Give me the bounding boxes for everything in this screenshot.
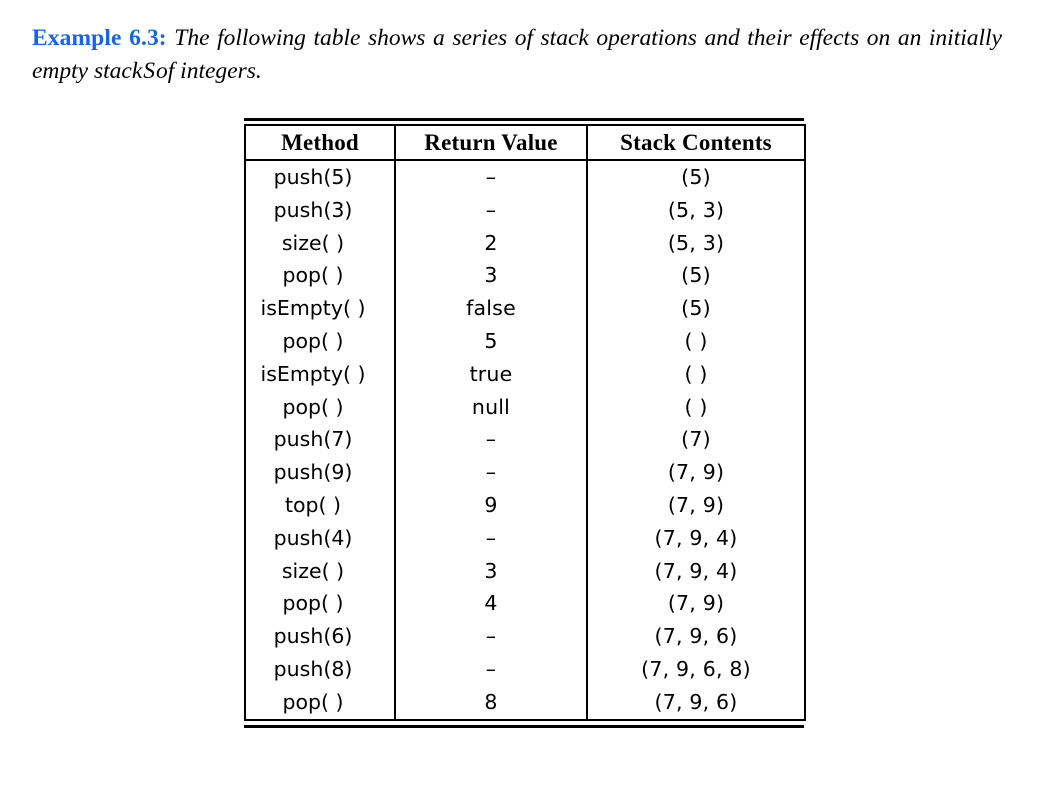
table-row: size( )3(7, 9, 4) bbox=[244, 554, 806, 588]
table-row: pop( )8(7, 9, 6) bbox=[244, 685, 806, 721]
table-header: Method Return Value Stack Contents bbox=[244, 124, 806, 161]
caption-stack-variable: S bbox=[143, 58, 156, 84]
cell-stack-contents: (7, 9, 4) bbox=[586, 521, 806, 555]
cell-stack-contents: (5) bbox=[586, 292, 806, 325]
stack-operations-table: Method Return Value Stack Contents push(… bbox=[244, 124, 806, 721]
cell-stack-contents: (7, 9) bbox=[586, 456, 806, 489]
table-top-rule bbox=[244, 118, 804, 121]
cell-return-value: 4 bbox=[394, 587, 588, 621]
table-row: isEmpty( )false(5) bbox=[244, 292, 806, 325]
cell-stack-contents: (7, 9, 6) bbox=[586, 685, 806, 721]
cell-return-value: 3 bbox=[394, 259, 588, 293]
example-label: Example 6.3: bbox=[32, 25, 167, 51]
table-row: push(8)–(7, 9, 6, 8) bbox=[244, 652, 806, 686]
caption-text-after-variable: of integers. bbox=[156, 58, 262, 84]
cell-method: pop( ) bbox=[244, 587, 396, 621]
cell-method: pop( ) bbox=[244, 259, 396, 293]
cell-return-value: 5 bbox=[394, 324, 588, 358]
cell-return-value: – bbox=[394, 160, 588, 194]
cell-return-value: – bbox=[394, 652, 588, 686]
table-row: pop( )3(5) bbox=[244, 259, 806, 293]
cell-method: pop( ) bbox=[244, 390, 396, 424]
table-row: push(5)–(5) bbox=[244, 160, 806, 194]
cell-stack-contents: ( ) bbox=[586, 324, 806, 358]
cell-stack-contents: (7) bbox=[586, 423, 806, 457]
cell-method: push(5) bbox=[244, 160, 396, 194]
table-row: push(6)–(7, 9, 6) bbox=[244, 620, 806, 653]
cell-stack-contents: (7, 9) bbox=[586, 488, 806, 522]
cell-stack-contents: (5) bbox=[586, 259, 806, 293]
cell-stack-contents: (7, 9) bbox=[586, 587, 806, 621]
cell-return-value: – bbox=[394, 423, 588, 457]
table-body: push(5)–(5)push(3)–(5, 3)size( )2(5, 3)p… bbox=[244, 160, 806, 721]
table-row: size( )2(5, 3) bbox=[244, 226, 806, 260]
cell-method: pop( ) bbox=[244, 324, 396, 358]
cell-method: push(3) bbox=[244, 193, 396, 227]
cell-method: size( ) bbox=[244, 226, 396, 260]
cell-method: isEmpty( ) bbox=[244, 292, 396, 325]
cell-stack-contents: ( ) bbox=[586, 357, 806, 391]
stack-operations-table-container: Method Return Value Stack Contents push(… bbox=[244, 118, 806, 728]
table-row: push(9)–(7, 9) bbox=[244, 456, 806, 489]
cell-return-value: null bbox=[394, 390, 588, 424]
cell-return-value: true bbox=[394, 357, 588, 391]
cell-stack-contents: (7, 9, 6, 8) bbox=[586, 652, 806, 686]
cell-method: pop( ) bbox=[244, 685, 396, 721]
table-row: push(7)–(7) bbox=[244, 423, 806, 457]
cell-return-value: 9 bbox=[394, 488, 588, 522]
table-row: pop( )null( ) bbox=[244, 390, 806, 424]
caption-text-before-variable: The following table shows a series of st… bbox=[32, 25, 1002, 84]
cell-return-value: – bbox=[394, 521, 588, 555]
table-row: isEmpty( )true( ) bbox=[244, 357, 806, 391]
column-header-method: Method bbox=[244, 124, 396, 161]
cell-return-value: 3 bbox=[394, 554, 588, 588]
cell-stack-contents: (7, 9, 6) bbox=[586, 620, 806, 653]
cell-method: push(4) bbox=[244, 521, 396, 555]
cell-stack-contents: (5, 3) bbox=[586, 193, 806, 227]
cell-method: push(7) bbox=[244, 423, 396, 457]
cell-return-value: – bbox=[394, 620, 588, 653]
column-header-return-value: Return Value bbox=[394, 124, 588, 161]
table-header-row: Method Return Value Stack Contents bbox=[244, 124, 806, 161]
table-row: push(3)–(5, 3) bbox=[244, 193, 806, 227]
cell-method: size( ) bbox=[244, 554, 396, 588]
cell-return-value: false bbox=[394, 292, 588, 325]
cell-method: push(9) bbox=[244, 456, 396, 489]
cell-method: top( ) bbox=[244, 488, 396, 522]
cell-return-value: 2 bbox=[394, 226, 588, 260]
cell-return-value: – bbox=[394, 193, 588, 227]
table-bottom-rule bbox=[244, 724, 804, 728]
table-row: push(4)–(7, 9, 4) bbox=[244, 521, 806, 555]
cell-method: push(6) bbox=[244, 620, 396, 653]
cell-return-value: 8 bbox=[394, 685, 588, 721]
example-caption: Example 6.3: The following table shows a… bbox=[32, 22, 1002, 88]
cell-method: isEmpty( ) bbox=[244, 357, 396, 391]
table-row: pop( )5( ) bbox=[244, 324, 806, 358]
cell-stack-contents: ( ) bbox=[586, 390, 806, 424]
cell-stack-contents: (5) bbox=[586, 160, 806, 194]
cell-method: push(8) bbox=[244, 652, 396, 686]
cell-return-value: – bbox=[394, 456, 588, 489]
cell-stack-contents: (7, 9, 4) bbox=[586, 554, 806, 588]
table-row: top( )9(7, 9) bbox=[244, 488, 806, 522]
cell-stack-contents: (5, 3) bbox=[586, 226, 806, 260]
table-row: pop( )4(7, 9) bbox=[244, 587, 806, 621]
column-header-stack-contents: Stack Contents bbox=[586, 124, 806, 161]
